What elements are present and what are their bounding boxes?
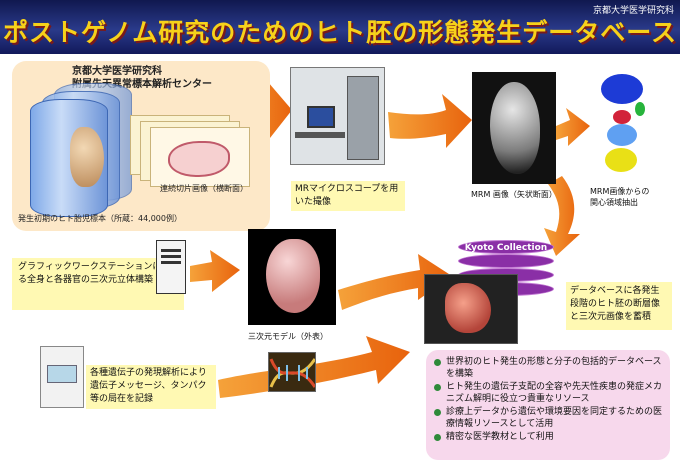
machine-desk xyxy=(295,132,345,138)
kyoto-collection-label: Kyoto Collection xyxy=(464,243,548,253)
dna-icon xyxy=(269,358,315,388)
page-title: ポストゲノム研究のためのヒト胚の形態発生データベース xyxy=(2,18,677,47)
workstation-icon xyxy=(156,240,186,294)
workstation-slot xyxy=(161,249,181,252)
bullet-icon xyxy=(434,434,441,441)
institution-label: 京都大学医学研究科 xyxy=(592,6,674,16)
goal-text: 診療上データから遺伝や環境要因を同定するための医療情報リソースとして活用 xyxy=(446,407,663,429)
analyzer-window xyxy=(47,365,77,383)
region-extraction-caption: MRM画像からの 関心領域抽出 xyxy=(590,186,649,208)
bullet-icon xyxy=(434,409,441,416)
serial-section-caption: 連続切片画像（横断面） xyxy=(160,184,248,193)
embryo-3d-shape xyxy=(266,239,320,313)
goal-item: 精密な医学教材として利用 xyxy=(434,431,662,443)
mr-microscope-image xyxy=(290,67,385,165)
bullet-icon xyxy=(434,384,441,391)
goal-text: 精密な医学教材として利用 xyxy=(446,432,554,442)
lab-title-line2: 附属先天異常標本解析センター xyxy=(72,79,212,90)
serial-section-image xyxy=(168,141,230,177)
specimen-caption: 発生初期のヒト胎児標本（所蔵：44,000例） xyxy=(18,214,182,223)
mrm-caption: MRM 画像（矢状断面） xyxy=(471,190,557,199)
database-caption: データベースに各発生段階のヒト胚の断層像と三次元画像を蓄積 xyxy=(566,282,672,330)
3d-model-caption: 三次元モデル（外表） xyxy=(248,332,328,341)
workstation-slot xyxy=(161,255,181,258)
goal-item: 診療上データから遺伝や環境要因を同定するための医療情報リソースとして活用 xyxy=(434,406,662,430)
specimen-panel: 京都大学医学研究科 附属先天異常標本解析センター 連続切片画像（横断面） 発生初… xyxy=(12,61,270,231)
arrow-region-to-collection xyxy=(544,176,580,256)
region-caption-line1: MRM画像からの xyxy=(590,187,650,196)
bullet-icon xyxy=(434,359,441,366)
organ-region xyxy=(635,102,645,116)
dna-helix-image xyxy=(268,352,316,392)
goals-panel: 世界初のヒト発生の形態と分子の包括的データベースを構築 ヒト発生の遺伝子支配の全… xyxy=(426,350,670,460)
monitor-screen xyxy=(307,106,335,128)
lab-title-line1: 京都大学医学研究科 xyxy=(72,66,162,77)
arrow-mr-to-mrm xyxy=(388,94,472,148)
gene-expression-caption: 各種遺伝子の発現解析により遺伝子メッセージ、タンパク等の局在を記録 xyxy=(86,365,216,409)
region-extraction-image xyxy=(591,66,655,178)
arrow-mrm-to-region xyxy=(556,108,590,146)
organ-region xyxy=(605,148,637,172)
goals-list: 世界初のヒト発生の形態と分子の包括的データベースを構築 ヒト発生の遺伝子支配の全… xyxy=(434,356,662,443)
mr-imaging-caption: MRマイクロスコープを用いた撮像 xyxy=(291,181,405,211)
analyzer-machine-image xyxy=(40,346,84,408)
organ-region xyxy=(613,110,631,124)
region-caption-line2: 関心領域抽出 xyxy=(590,198,638,207)
page-header: 京都大学医学研究科 ポストゲノム研究のためのヒト胚の形態発生データベース xyxy=(0,0,680,54)
organ-region xyxy=(607,124,637,146)
mrm-sagittal-image xyxy=(472,72,556,184)
goal-item: 世界初のヒト発生の形態と分子の包括的データベースを構築 xyxy=(434,356,662,380)
goal-text: 世界初のヒト発生の形態と分子の包括的データベースを構築 xyxy=(446,357,662,379)
database-disk xyxy=(458,254,554,268)
lab-title: 京都大学医学研究科 附属先天異常標本解析センター xyxy=(72,65,212,91)
embryo-sagittal-section xyxy=(490,82,540,174)
equipment-rack xyxy=(347,76,379,160)
collection-3d-image xyxy=(424,274,518,344)
workstation-slot xyxy=(161,261,181,264)
goal-item: ヒト発生の遺伝子支配の全容や先天性疾患の発症メカニズム解明に役立つ貴重なリソース xyxy=(434,381,662,405)
organ-3d-shape xyxy=(445,283,491,333)
workstation-caption: グラフィックワークステーションによる全身と各器官の三次元立体構築 xyxy=(12,258,184,310)
arrow-model-to-collection xyxy=(338,254,452,310)
arrow-workstation-to-model xyxy=(190,250,240,292)
embryo-specimen-image xyxy=(70,127,104,187)
organ-region xyxy=(601,74,643,104)
goal-text: ヒト発生の遺伝子支配の全容や先天性疾患の発症メカニズム解明に役立つ貴重なリソース xyxy=(446,382,663,404)
embryo-3d-model-image xyxy=(248,229,336,325)
